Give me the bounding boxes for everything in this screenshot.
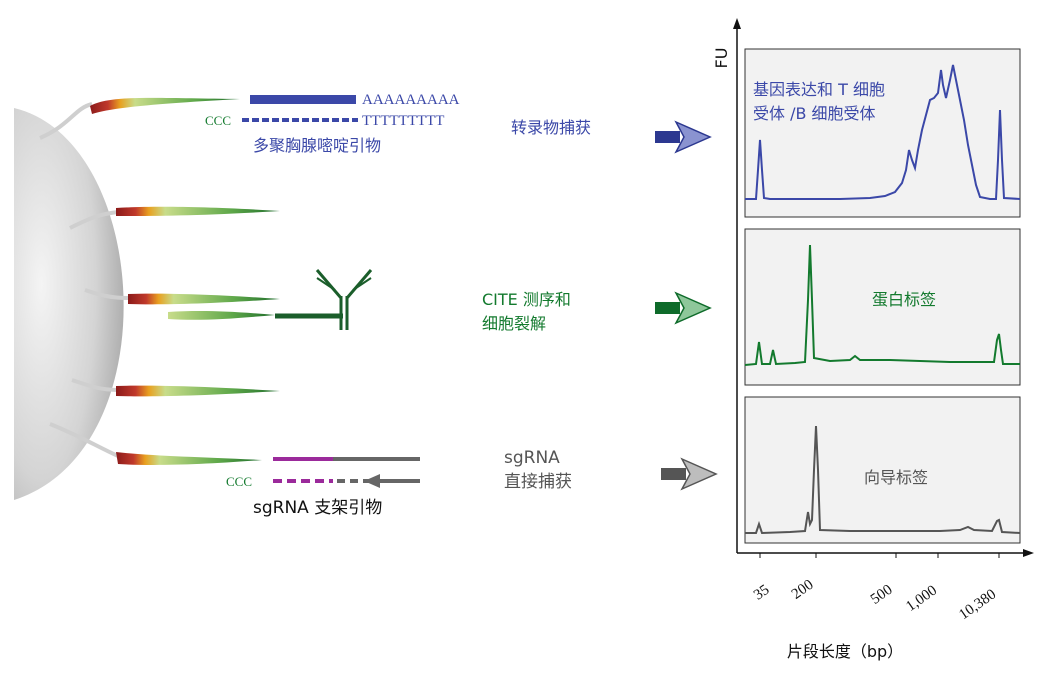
gel-bead <box>14 108 124 500</box>
trace-panel-1 <box>745 64 1021 200</box>
oligo-strand-4 <box>71 378 280 397</box>
panel-3-title: 向导标签 <box>864 468 929 487</box>
panel-2-title: 蛋白标签 <box>872 290 937 309</box>
x-axis-arrowhead <box>1023 549 1034 557</box>
panel-1-title-line2: 受体 /B 细胞受体 <box>753 104 876 123</box>
arrow-icon-blue <box>655 120 712 154</box>
oligo-strand-5 <box>49 422 262 465</box>
y-axis-label: FU <box>712 48 731 69</box>
sgrna-capture-label-line1: sgRNA <box>504 448 560 468</box>
ccc-label-top: CCC <box>205 113 231 128</box>
polya-mrna-bar <box>250 95 356 104</box>
transcript-capture-label: 转录物捕获 <box>511 118 592 137</box>
arrow-icon-green <box>655 291 712 325</box>
panel-1 <box>744 48 1021 218</box>
panel-1-title-line1: 基因表达和 T 细胞 <box>753 80 885 99</box>
sgrna-primer-arrowhead <box>364 474 380 488</box>
ccc-label-bottom: CCC <box>226 474 252 489</box>
cite-seq-label-line2: 细胞裂解 <box>482 314 547 333</box>
y-axis-arrowhead <box>733 18 741 29</box>
panel-3 <box>744 396 1021 544</box>
sgrna-primer-label: sgRNA 支架引物 <box>253 498 383 518</box>
x-tick-label-10380: 10,380 <box>956 586 999 623</box>
cite-seq-label-line1: CITE 测序和 <box>482 290 571 309</box>
sgrna-capture-label-line2: 直接捕获 <box>504 472 572 492</box>
cite-oligo <box>168 311 275 320</box>
oligo-strand-2 <box>69 206 280 230</box>
oligo-strand-1 <box>39 97 240 140</box>
x-tick-label-500: 500 <box>868 582 896 608</box>
trace-panel-2 <box>744 244 1020 366</box>
polyt-primer-label: 多聚胸腺嘧啶引物 <box>253 136 382 155</box>
trace-panel-3 <box>745 425 1021 535</box>
x-axis-label: 片段长度（bp） <box>787 642 903 661</box>
arrow-icon-gray <box>661 457 718 491</box>
polyt-sequence: TTTTTTTTT <box>362 113 444 129</box>
oligo-strand-3 <box>84 288 280 305</box>
x-tick-label-200: 200 <box>789 577 817 603</box>
x-tick-label-35: 35 <box>751 582 772 604</box>
antibody-icon <box>275 269 373 330</box>
polya-sequence: AAAAAAAAA <box>362 92 460 108</box>
x-tick-label-1000: 1,000 <box>903 582 940 614</box>
